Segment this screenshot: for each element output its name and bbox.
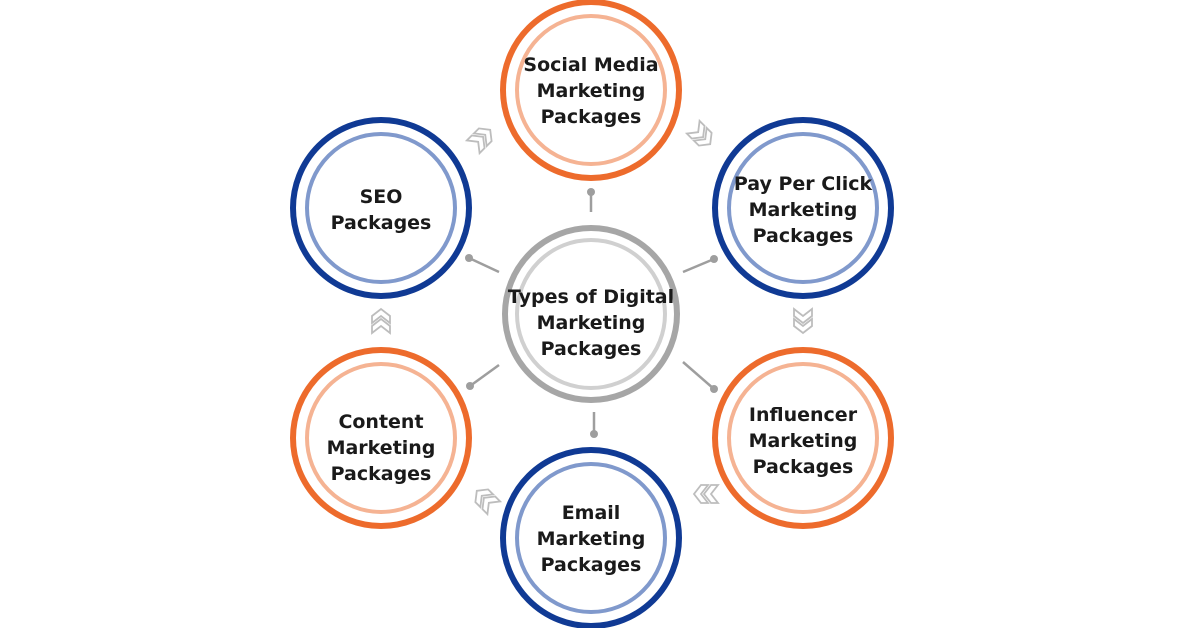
pay-per-click-outer-ring (712, 117, 894, 299)
connector-seo-line (468, 256, 500, 274)
connector-pay-per-click-dot (710, 255, 718, 263)
seo-label-line-1: SEO (360, 186, 403, 208)
chevron-ppc-to-influencer-icon (793, 307, 813, 335)
connector-influencer (682, 361, 718, 393)
center-node: Types of Digital Marketing Packages (502, 225, 680, 403)
pay-per-click-inner-ring (727, 132, 879, 284)
node-seo: SEO Packages (290, 117, 472, 299)
social-media-label-line-3: Packages (541, 106, 642, 128)
connector-pay-per-click-line (682, 257, 715, 274)
connector-social-media (587, 188, 595, 212)
connectors (465, 188, 718, 438)
influencer-outer-ring (712, 347, 894, 529)
content-label-line-2: Marketing (327, 437, 436, 459)
chevron-seo-to-social-icon (464, 127, 493, 156)
pay-per-click-label-line-2: Marketing (749, 199, 858, 221)
connector-content-line (469, 363, 500, 388)
email-label-line-1: Email (562, 502, 621, 524)
email-inner-ring (515, 462, 667, 614)
pay-per-click-label-line-3: Packages (753, 225, 854, 247)
email-label-line-3: Packages (541, 554, 642, 576)
node-social-media: Social Media Marketing Packages (500, 0, 682, 181)
center-outer-ring (502, 225, 680, 403)
connector-social-media-dot (587, 188, 595, 196)
node-influencer: Influencer Marketing Packages (712, 347, 894, 529)
chevron-influencer-to-email-icon (692, 484, 720, 504)
content-outer-ring (290, 347, 472, 529)
center-title-line-2: Marketing (537, 312, 646, 334)
center-title-line-1: Types of Digital (508, 286, 674, 308)
connector-email (590, 412, 598, 438)
content-label-line-3: Packages (331, 463, 432, 485)
influencer-label-line-2: Marketing (749, 430, 858, 452)
social-media-outer-ring (500, 0, 682, 181)
chevron-content-to-seo-icon (371, 307, 391, 335)
chevron-social-to-ppc-icon (684, 118, 713, 147)
content-label-line-1: Content (338, 411, 423, 433)
influencer-inner-ring (727, 362, 879, 514)
flow-chevrons (371, 118, 813, 517)
connector-influencer-dot (710, 385, 718, 393)
connector-seo (465, 254, 500, 274)
seo-outer-ring (290, 117, 472, 299)
center-inner-ring (515, 238, 667, 390)
content-inner-ring (305, 362, 457, 514)
node-email: Email Marketing Packages (500, 447, 682, 628)
node-content: Content Marketing Packages (290, 347, 472, 529)
connector-content-dot (466, 382, 474, 390)
center-title-line-3: Packages (541, 338, 642, 360)
pay-per-click-label-line-1: Pay Per Click (734, 173, 873, 195)
connector-pay-per-click (682, 255, 718, 274)
node-pay-per-click: Pay Per Click Marketing Packages (712, 117, 894, 299)
influencer-label-line-3: Packages (753, 456, 854, 478)
connector-seo-dot (465, 254, 473, 262)
connector-content (466, 363, 500, 390)
chevron-email-to-content-icon (474, 488, 503, 517)
social-media-label-line-1: Social Media (523, 54, 658, 76)
social-media-label-line-2: Marketing (537, 80, 646, 102)
connector-influencer-line (682, 361, 715, 390)
connector-email-dot (590, 430, 598, 438)
influencer-label-line-1: Influencer (749, 404, 858, 426)
social-media-inner-ring (515, 14, 667, 166)
seo-label-line-2: Packages (331, 212, 432, 234)
email-label-line-2: Marketing (537, 528, 646, 550)
email-outer-ring (500, 447, 682, 628)
seo-inner-ring (305, 132, 457, 284)
